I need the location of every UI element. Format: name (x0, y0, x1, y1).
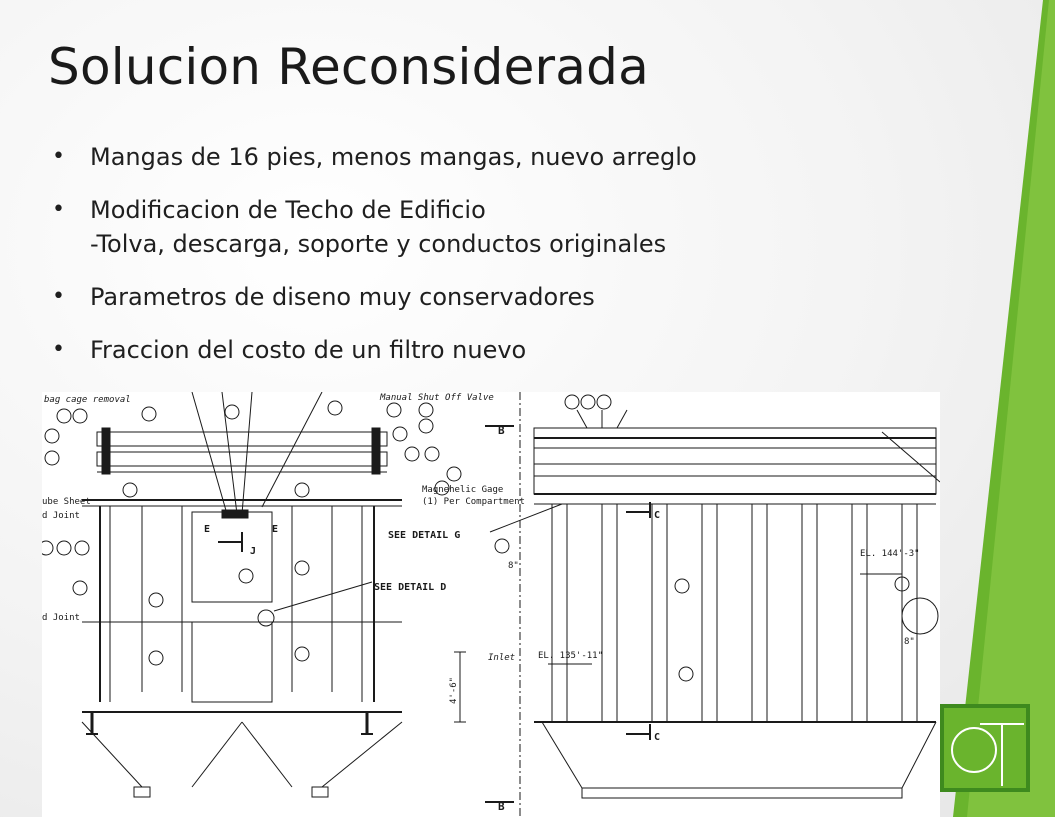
section-e-right: E (272, 524, 278, 535)
dim-8-left: 8" (508, 561, 519, 571)
bullet-text: Modificacion de Techo de Edificio (90, 196, 486, 224)
bullet-glyph: • (52, 337, 65, 362)
section-b-top: B (498, 424, 505, 437)
right-callouts (494, 394, 910, 682)
bullet-glyph: • (52, 144, 65, 169)
magnehelic-label-2: (1) Per Compartment (422, 497, 525, 507)
bullet-text: Fraccion del costo de un filtro nuevo (90, 336, 527, 364)
bullet-item: • Mangas de 16 pies, menos mangas, nuevo… (48, 140, 928, 174)
bullet-item: • Modificacion de Techo de Edificio -Tol… (48, 193, 928, 261)
bullet-subtext: -Tolva, descarga, soporte y conductos or… (90, 230, 667, 258)
el-144-label: EL. 144'-3" (860, 549, 920, 559)
manual-valve-label: Manual Shut Off Valve (379, 393, 494, 403)
bag-cage-label: bag cage removal (44, 395, 131, 405)
green-accent-stripe (953, 0, 1055, 817)
joint-label-2: d Joint (42, 613, 80, 623)
bullet-glyph: • (52, 284, 65, 309)
left-elevation-view (81, 392, 403, 798)
left-callouts (42, 400, 462, 666)
bullet-glyph: • (52, 197, 65, 222)
bullet-item: • Parametros de diseno muy conservadores (48, 280, 928, 314)
engineering-drawing: bag cage removal Manual Shut Off Valve M… (42, 392, 940, 817)
see-detail-d-label: SEE DETAIL D (374, 582, 446, 593)
el-135-label: EL. 135'-11" (538, 651, 603, 661)
tube-sheet-label: ube Sheet (42, 497, 91, 507)
right-elevation-view (454, 392, 940, 817)
bullet-text: Parametros de diseno muy conservadores (90, 283, 595, 311)
magnehelic-label-1: Magnehelic Gage (422, 485, 503, 495)
section-j: J (250, 546, 256, 557)
bullet-text: Mangas de 16 pies, menos mangas, nuevo a… (90, 143, 697, 171)
see-detail-g-label: SEE DETAIL G (388, 530, 460, 541)
section-c-top: C (654, 510, 660, 521)
bullet-list: • Mangas de 16 pies, menos mangas, nuevo… (48, 140, 928, 386)
section-e-left: E (204, 524, 210, 535)
congreso-tecnico-logo (940, 704, 1030, 792)
left-labels: bag cage removal Manual Shut Off Valve M… (42, 393, 525, 623)
dim-8-right: 8" (904, 637, 915, 647)
slide-title: Solucion Reconsiderada (48, 38, 649, 96)
dim-4-6: 4'-6" (449, 677, 459, 704)
section-b-bottom: B (498, 800, 505, 813)
section-c-bottom: C (654, 732, 660, 743)
inlet-label: Inlet (488, 653, 515, 663)
bullet-item: • Fraccion del costo de un filtro nuevo (48, 333, 928, 367)
joint-label-1: d Joint (42, 511, 80, 521)
right-labels: B B C C SEE DETAIL G EL. 144'-3" EL. 135… (388, 424, 920, 813)
